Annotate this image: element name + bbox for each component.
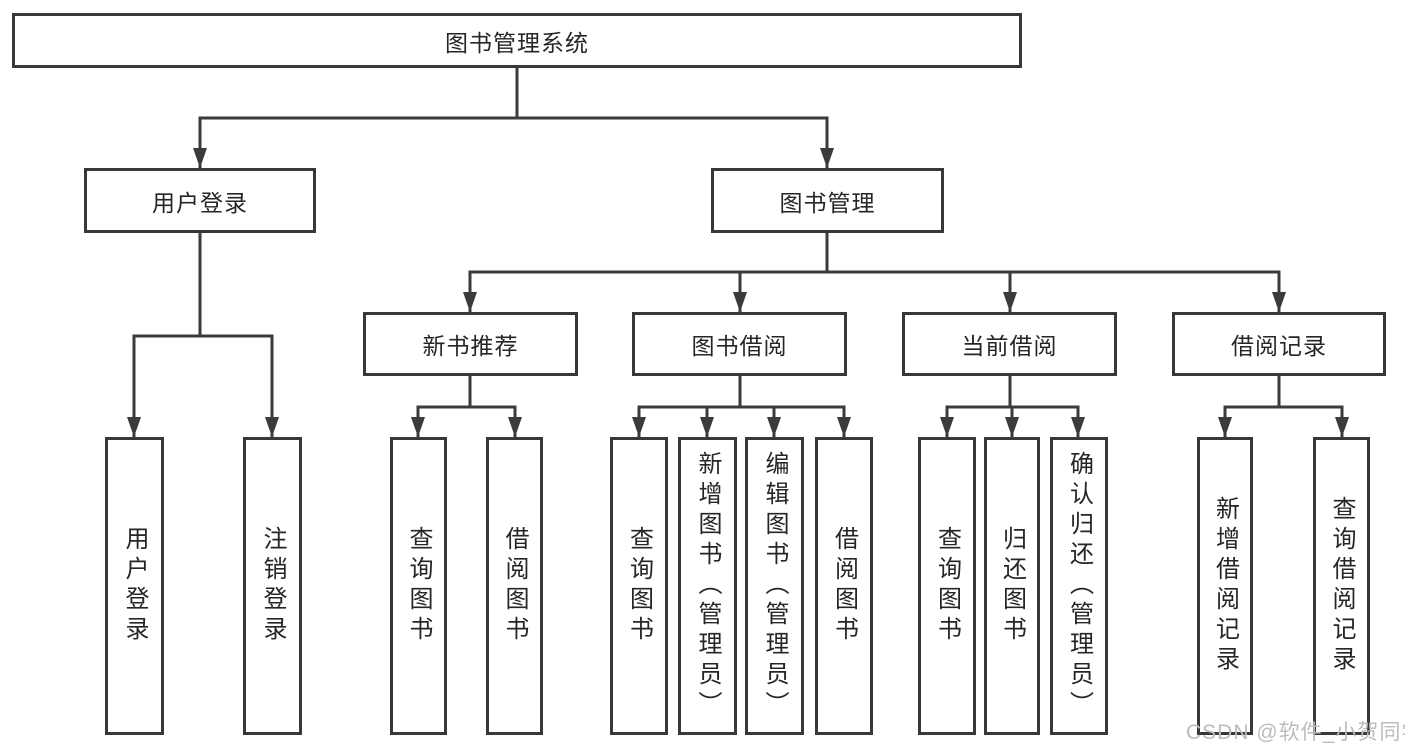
leaf-label: 新增借阅记录: [1211, 496, 1239, 676]
node-borrowing-records: 借阅记录: [1172, 312, 1386, 376]
node-leaf-user-login: 用户登录: [105, 437, 164, 735]
tree-branch-lines: [132, 66, 1344, 409]
node-leaf-borrow-books: 借阅图书: [815, 437, 873, 735]
leaf-label: 用户登录: [121, 526, 148, 646]
tree-arrow-lines: [127, 116, 1349, 439]
node-book-borrowing: 图书借阅: [632, 312, 847, 376]
leaf-label: 查询图书: [625, 526, 653, 646]
node-leaf-add-borrow-record: 新增借阅记录: [1197, 437, 1253, 735]
leaf-label: 确认归还（管理员）: [1065, 451, 1093, 721]
leaf-label: 编辑图书（管理员）: [761, 451, 788, 721]
node-leaf-logout: 注销登录: [243, 437, 302, 735]
node-book-management: 图书管理: [711, 168, 944, 233]
node-new-book-recommendation: 新书推荐: [363, 312, 578, 376]
node-user-login: 用户登录: [84, 168, 316, 233]
leaf-label: 查询图书: [933, 526, 961, 646]
leaf-label: 归还图书: [998, 526, 1026, 646]
node-library-management-system: 图书管理系统: [12, 13, 1022, 68]
leaf-label: 借阅图书: [501, 526, 528, 646]
node-current-borrowing: 当前借阅: [902, 312, 1117, 376]
node-leaf-add-books-admin: 新增图书（管理员）: [678, 437, 737, 735]
leaf-label: 借阅图书: [830, 526, 858, 646]
node-leaf-search-books-borrowing: 查询图书: [610, 437, 668, 735]
node-leaf-borrow-books-recommend: 借阅图书: [486, 437, 543, 735]
node-leaf-confirm-return-admin: 确认归还（管理员）: [1050, 437, 1108, 735]
node-leaf-search-books-recommend: 查询图书: [390, 437, 447, 735]
leaf-label: 注销登录: [259, 526, 286, 646]
node-leaf-search-books-current: 查询图书: [918, 437, 976, 735]
node-leaf-search-borrow-record: 查询借阅记录: [1313, 437, 1370, 735]
node-leaf-edit-books-admin: 编辑图书（管理员）: [745, 437, 804, 735]
leaf-label: 查询借阅记录: [1328, 496, 1355, 676]
leaf-label: 新增图书（管理员）: [694, 451, 721, 721]
leaf-label: 查询图书: [405, 526, 432, 646]
node-leaf-return-books: 归还图书: [984, 437, 1040, 735]
